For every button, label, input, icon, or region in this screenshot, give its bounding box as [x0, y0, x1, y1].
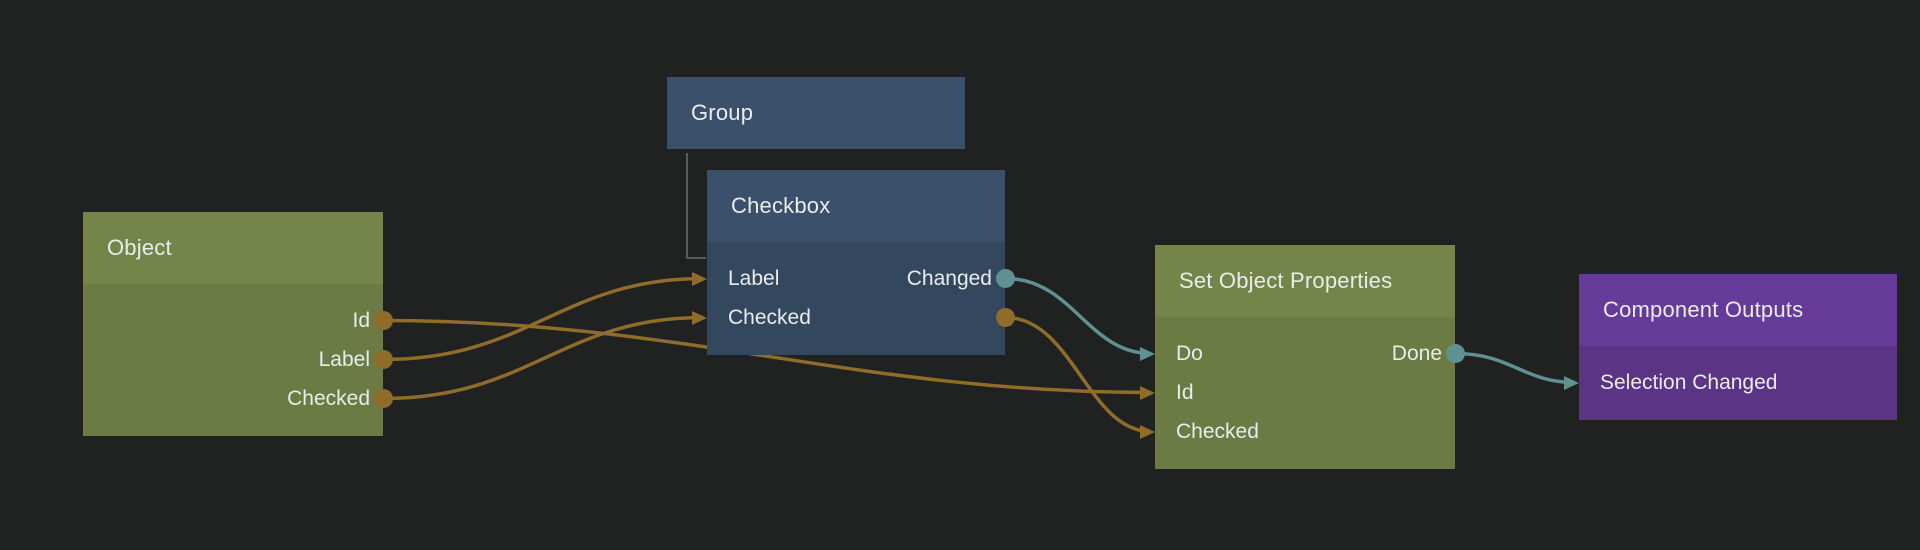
node-object-body: Id Label Checked — [83, 284, 393, 436]
output-port-label[interactable] — [374, 350, 393, 369]
wire-checkbox.changed-to-set.do[interactable] — [1005, 276, 1152, 356]
output-label-checked: Checked — [287, 386, 370, 410]
input-port-checked[interactable] — [692, 310, 707, 325]
input-label-label: Label — [728, 266, 780, 290]
wire-set.done-to-comp.selection_changed[interactable] — [1455, 351, 1576, 385]
input-label-checked: Checked — [1176, 419, 1259, 443]
input-port-do[interactable] — [1140, 346, 1155, 361]
node-comp-body: Selection Changed — [1564, 346, 1897, 420]
input-label-checked: Checked — [728, 305, 811, 329]
output-port-checked[interactable] — [374, 389, 393, 408]
node-object[interactable]: Object Id Label Checked — [83, 212, 393, 436]
output-port-checked[interactable] — [996, 308, 1015, 327]
input-label-id: Id — [1176, 380, 1194, 404]
port-row-checked: Checked — [1140, 412, 1455, 451]
node-title: Group — [691, 100, 754, 125]
node-title: Component Outputs — [1603, 297, 1804, 322]
input-port-label[interactable] — [692, 271, 707, 286]
input-label-selection-changed: Selection Changed — [1600, 370, 1778, 394]
port-row-selection-changed: Selection Changed — [1564, 363, 1897, 402]
output-label-changed: Changed — [906, 266, 992, 290]
node-title: Set Object Properties — [1179, 268, 1393, 293]
node-title: Checkbox — [731, 193, 831, 218]
output-label-label: Label — [318, 347, 370, 371]
output-label-done: Done — [1391, 341, 1442, 365]
node-checkbox-body: Label Changed Checked — [692, 242, 1015, 355]
output-label-id: Id — [352, 308, 370, 332]
port-row-id: Id — [1140, 373, 1455, 412]
node-group[interactable]: Group — [667, 77, 965, 149]
input-port-selection-changed[interactable] — [1564, 375, 1579, 390]
wire-object.label-to-checkbox.label[interactable] — [383, 276, 704, 362]
input-label-do: Do — [1176, 341, 1203, 365]
port-row-do-done: Do Done — [1140, 334, 1465, 373]
node-checkbox-header[interactable]: Checkbox — [707, 170, 1005, 242]
node-set-object-properties[interactable]: Set Object Properties Do Done Id Checked — [1140, 245, 1465, 469]
group-child-link — [686, 153, 706, 259]
port-row-id: Id — [83, 301, 393, 340]
output-port-done[interactable] — [1446, 344, 1465, 363]
node-group-header[interactable]: Group — [667, 77, 965, 149]
input-port-checked[interactable] — [1140, 424, 1155, 439]
port-row-label-changed: Label Changed — [692, 259, 1015, 298]
wire-checkbox.checked-to-set.checked[interactable] — [1005, 315, 1152, 434]
node-set-header[interactable]: Set Object Properties — [1155, 245, 1455, 317]
node-set-body: Do Done Id Checked — [1140, 317, 1465, 469]
wire-object.checked-to-checkbox.checked[interactable] — [383, 315, 704, 401]
node-checkbox[interactable]: Checkbox Label Changed Checked — [692, 170, 1015, 355]
wire-object.id-to-set.id[interactable] — [383, 318, 1152, 395]
port-row-checked: Checked — [83, 379, 393, 418]
node-title: Object — [107, 235, 172, 260]
node-comp-header[interactable]: Component Outputs — [1579, 274, 1897, 346]
input-port-id[interactable] — [1140, 385, 1155, 400]
port-row-checked: Checked — [692, 298, 1015, 337]
node-object-header[interactable]: Object — [83, 212, 383, 284]
node-component-outputs[interactable]: Component Outputs Selection Changed — [1564, 274, 1897, 420]
port-row-label: Label — [83, 340, 393, 379]
output-port-id[interactable] — [374, 311, 393, 330]
output-port-changed[interactable] — [996, 269, 1015, 288]
